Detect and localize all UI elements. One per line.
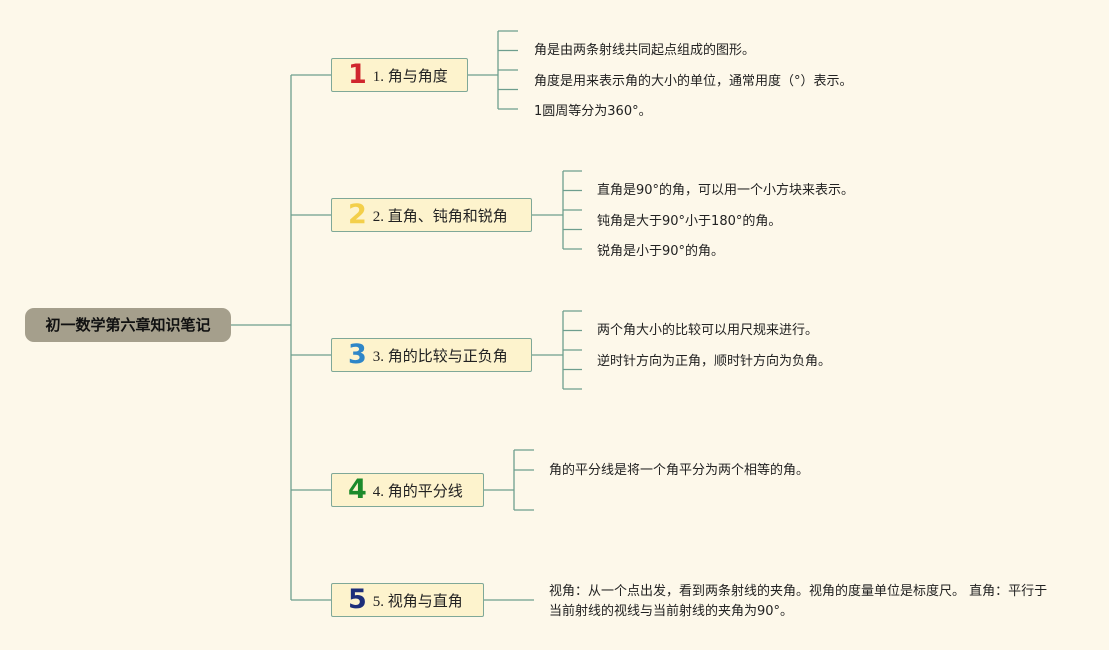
topic-5-item-1[interactable]: 视角：从一个点出发，看到两条射线的夹角。视角的度量单位是标度尺。 直角：平行于当… — [549, 584, 1048, 619]
topic-3-item-2[interactable]: 逆时针方向为正角，顺时针方向为负角。 — [597, 354, 832, 369]
topic-2[interactable]: 2 2. 直角、钝角和锐角 — [331, 198, 532, 232]
topic-1-item-3[interactable]: 1圆周等分为360°。 — [534, 104, 652, 119]
number-5-icon: 5 — [348, 584, 367, 615]
number-1-icon: 1 — [348, 59, 367, 90]
topic-1[interactable]: 1 1. 角与角度 — [331, 58, 468, 92]
topic-1-label: 1. 角与角度 — [372, 68, 448, 85]
topic-4-label: 4. 角的平分线 — [372, 483, 463, 500]
topic-3-label: 3. 角的比较与正负角 — [372, 348, 508, 365]
topic-2-item-3[interactable]: 锐角是小于90°的角。 — [597, 244, 725, 259]
number-2-icon: 2 — [348, 199, 367, 230]
number-4-icon: 4 — [348, 474, 367, 505]
topic-3[interactable]: 3 3. 角的比较与正负角 — [331, 338, 532, 372]
topic-2-label: 2. 直角、钝角和锐角 — [372, 208, 508, 225]
number-3-icon: 3 — [348, 339, 367, 370]
topic-4-item-1[interactable]: 角的平分线是将一个角平分为两个相等的角。 — [549, 463, 810, 478]
topic-2-item-2[interactable]: 钝角是大于90°小于180°的角。 — [597, 214, 782, 229]
topic-5-label: 5. 视角与直角 — [372, 593, 463, 610]
topic-2-item-1[interactable]: 直角是90°的角，可以用一个小方块来表示。 — [597, 183, 855, 198]
topic-1-item-2[interactable]: 角度是用来表示角的大小的单位，通常用度（°）表示。 — [534, 74, 853, 89]
topic-3-item-1[interactable]: 两个角大小的比较可以用尺规来进行。 — [597, 323, 819, 338]
topic-4[interactable]: 4 4. 角的平分线 — [331, 473, 484, 507]
topic-5[interactable]: 5 5. 视角与直角 — [331, 583, 484, 617]
topic-1-item-1[interactable]: 角是由两条射线共同起点组成的图形。 — [534, 43, 756, 58]
root-node[interactable]: 初一数学第六章知识笔记 — [25, 308, 231, 342]
